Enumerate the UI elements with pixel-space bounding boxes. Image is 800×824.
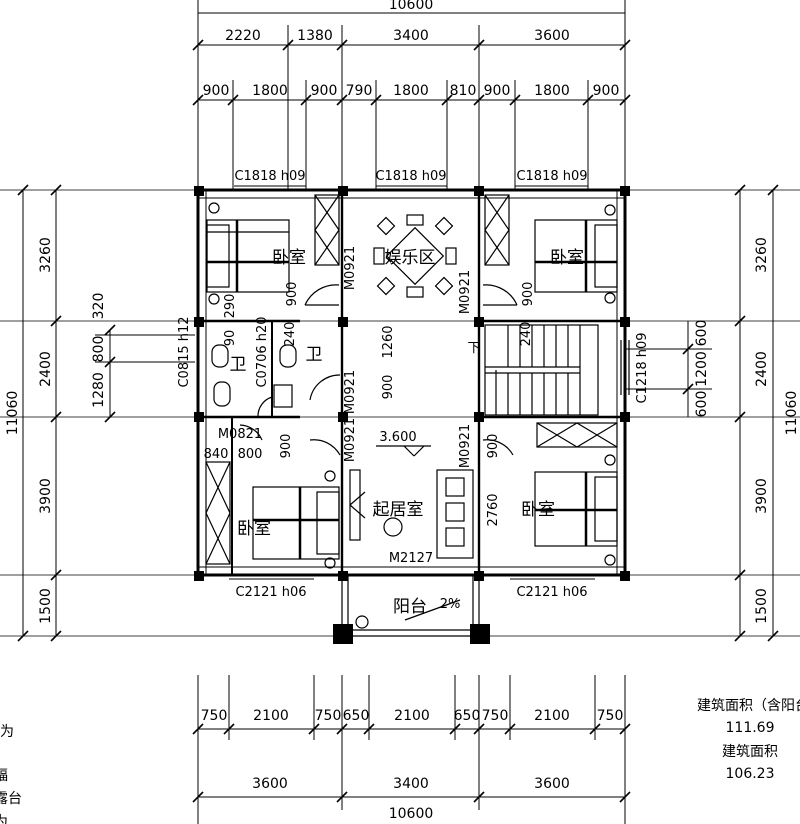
margin-note-4: 为 bbox=[0, 814, 8, 824]
margin-note-3: 露台 bbox=[0, 791, 22, 807]
door-code-5: M0921 bbox=[458, 424, 473, 468]
top-dimensions bbox=[192, 0, 631, 190]
top-dim-3400: 3400 bbox=[393, 28, 429, 44]
left-dim-3260: 3260 bbox=[38, 237, 54, 273]
window-code-inner-bath: C0706 h20 bbox=[255, 316, 270, 387]
stair-down-mark: 下 bbox=[467, 341, 480, 356]
top-dim-2220: 2220 bbox=[225, 28, 261, 44]
right-total-dim: 11060 bbox=[784, 391, 800, 436]
inner-dim-800: 800 bbox=[238, 447, 263, 462]
inner-dim-900-d: 900 bbox=[279, 434, 294, 459]
right-dim-3260: 3260 bbox=[754, 237, 770, 273]
top-dim-f: 810 bbox=[450, 83, 477, 99]
room-label-bedroom-ne: 卧室 bbox=[550, 248, 584, 268]
inner-dim-900-a: 900 bbox=[285, 282, 300, 307]
bottom-dim-i: 750 bbox=[597, 708, 624, 724]
left-dim-800: 800 bbox=[91, 336, 107, 363]
bottom-dim-3600-left: 3600 bbox=[252, 776, 288, 792]
room-label-living: 起居室 bbox=[373, 500, 424, 520]
top-dim-i: 900 bbox=[593, 83, 620, 99]
window-code-top-1: C1818 h09 bbox=[234, 169, 305, 184]
balcony-outline bbox=[341, 575, 480, 637]
bottom-dimensions bbox=[192, 675, 631, 824]
room-label-bedroom-se: 卧室 bbox=[521, 500, 555, 520]
structural-columns bbox=[194, 186, 630, 644]
inner-dim-2760: 2760 bbox=[486, 493, 501, 526]
window-code-bottom-1: C2121 h06 bbox=[235, 585, 306, 600]
top-dim-1380: 1380 bbox=[297, 28, 333, 44]
inner-dim-840: 840 bbox=[204, 447, 229, 462]
top-dim-d: 790 bbox=[346, 83, 373, 99]
area-gross-label: 建筑面积（含阳台 bbox=[697, 698, 800, 714]
right-dimensions bbox=[625, 184, 779, 642]
right-dim-2400: 2400 bbox=[754, 351, 770, 387]
left-dimensions bbox=[17, 184, 195, 642]
bottom-dim-a: 750 bbox=[201, 708, 228, 724]
door-code-2: M0921 bbox=[458, 270, 473, 314]
area-gross-value: 111.69 bbox=[726, 720, 775, 736]
inner-dim-900-b: 900 bbox=[521, 282, 536, 307]
bottom-dim-e: 2100 bbox=[394, 708, 430, 724]
bottom-total-dim: 10600 bbox=[389, 806, 434, 822]
margin-note-2: 福 bbox=[0, 768, 8, 784]
left-dim-320: 320 bbox=[91, 293, 107, 320]
room-label-bedroom-nw: 卧室 bbox=[272, 248, 306, 268]
door-code-4: M0921 bbox=[343, 418, 358, 462]
bottom-dim-3600-right: 3600 bbox=[534, 776, 570, 792]
inner-dim-1260: 1260 bbox=[381, 325, 396, 358]
top-dim-g: 900 bbox=[484, 83, 511, 99]
inner-dim-900-c: 900 bbox=[381, 375, 396, 400]
room-label-bedroom-sw: 卧室 bbox=[237, 519, 271, 539]
inner-dim-90: 90 bbox=[223, 330, 238, 347]
top-dim-3600: 3600 bbox=[534, 28, 570, 44]
window-code-left-bath: C0815 h12 bbox=[177, 316, 192, 387]
right-dim-1200: 1200 bbox=[694, 351, 710, 387]
inner-dim-240-b: 240 bbox=[519, 322, 534, 347]
inner-dim-290: 290 bbox=[223, 294, 238, 319]
left-dim-1280: 1280 bbox=[91, 372, 107, 408]
bottom-dim-3400: 3400 bbox=[393, 776, 429, 792]
room-label-bath-2: 卫 bbox=[306, 345, 323, 365]
top-total-dim: 10600 bbox=[389, 0, 434, 13]
floor-level: 3.600 bbox=[379, 430, 416, 445]
door-code-6: M0821 bbox=[218, 427, 262, 442]
balcony-slope: 2% bbox=[440, 597, 461, 612]
room-label-bath-1: 卫 bbox=[230, 355, 247, 375]
left-dim-2400: 2400 bbox=[38, 351, 54, 387]
top-dim-e: 1800 bbox=[393, 83, 429, 99]
window-code-bottom-2: C2121 h06 bbox=[516, 585, 587, 600]
bottom-dim-d: 650 bbox=[343, 708, 370, 724]
left-total-dim: 11060 bbox=[5, 391, 21, 436]
door-code-main: M2127 bbox=[389, 551, 433, 566]
left-dim-1500: 1500 bbox=[38, 588, 54, 624]
room-label-balcony: 阳台 bbox=[393, 597, 427, 617]
left-dim-3900: 3900 bbox=[38, 478, 54, 514]
bottom-dim-c: 750 bbox=[315, 708, 342, 724]
door-code-3: M0921 bbox=[343, 370, 358, 414]
bottom-dim-h: 2100 bbox=[534, 708, 570, 724]
top-dim-h: 1800 bbox=[534, 83, 570, 99]
right-dim-3900: 3900 bbox=[754, 478, 770, 514]
right-dim-600-top: 600 bbox=[694, 320, 710, 347]
area-net-value: 106.23 bbox=[726, 766, 775, 782]
top-dim-b: 1800 bbox=[252, 83, 288, 99]
window-code-top-2: C1818 h09 bbox=[375, 169, 446, 184]
right-dim-1500: 1500 bbox=[754, 588, 770, 624]
window-code-top-3: C1818 h09 bbox=[516, 169, 587, 184]
top-dim-a: 900 bbox=[203, 83, 230, 99]
room-label-entertainment: 娱乐区 bbox=[385, 248, 436, 268]
window-code-stair: C1218 h09 bbox=[635, 332, 650, 403]
bottom-dim-f: 650 bbox=[454, 708, 481, 724]
inner-dim-240-a: 240 bbox=[283, 322, 298, 347]
top-dim-c: 900 bbox=[311, 83, 338, 99]
bottom-dim-b: 2100 bbox=[253, 708, 289, 724]
door-code-1: M0921 bbox=[343, 246, 358, 290]
margin-note-1: 为 bbox=[0, 724, 14, 740]
bottom-dim-g: 750 bbox=[482, 708, 509, 724]
area-net-label: 建筑面积 bbox=[722, 744, 778, 760]
inner-dim-900-e: 900 bbox=[486, 434, 501, 459]
furniture bbox=[205, 194, 630, 569]
right-dim-600-bottom: 600 bbox=[694, 391, 710, 418]
